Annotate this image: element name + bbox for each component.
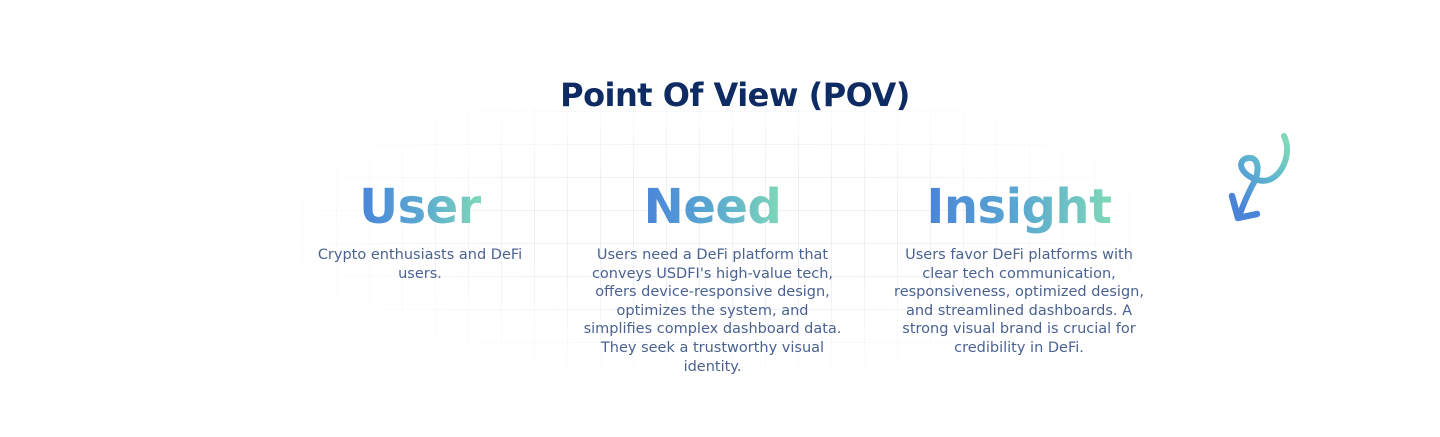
pov-column-user: User Crypto enthusiasts and DeFi users. bbox=[300, 176, 540, 283]
page-title: Point Of View (POV) bbox=[560, 76, 910, 114]
column-text-need: Users need a DeFi platform that conveys … bbox=[583, 247, 842, 375]
column-heading-insight: Insight bbox=[926, 176, 1112, 238]
column-text-user: Crypto enthusiasts and DeFi users. bbox=[317, 247, 523, 282]
column-heading-user: User bbox=[359, 176, 481, 238]
pov-column-insight: Insight Users favor DeFi platforms with … bbox=[885, 176, 1153, 358]
column-heading-need: Need bbox=[644, 176, 782, 238]
curly-arrow-down-left-icon bbox=[1224, 130, 1294, 225]
pov-column-need: Need Users need a DeFi platform that con… bbox=[580, 176, 845, 376]
column-text-insight: Users favor DeFi platforms with clear te… bbox=[894, 247, 1144, 356]
grid-background bbox=[270, 78, 1170, 383]
